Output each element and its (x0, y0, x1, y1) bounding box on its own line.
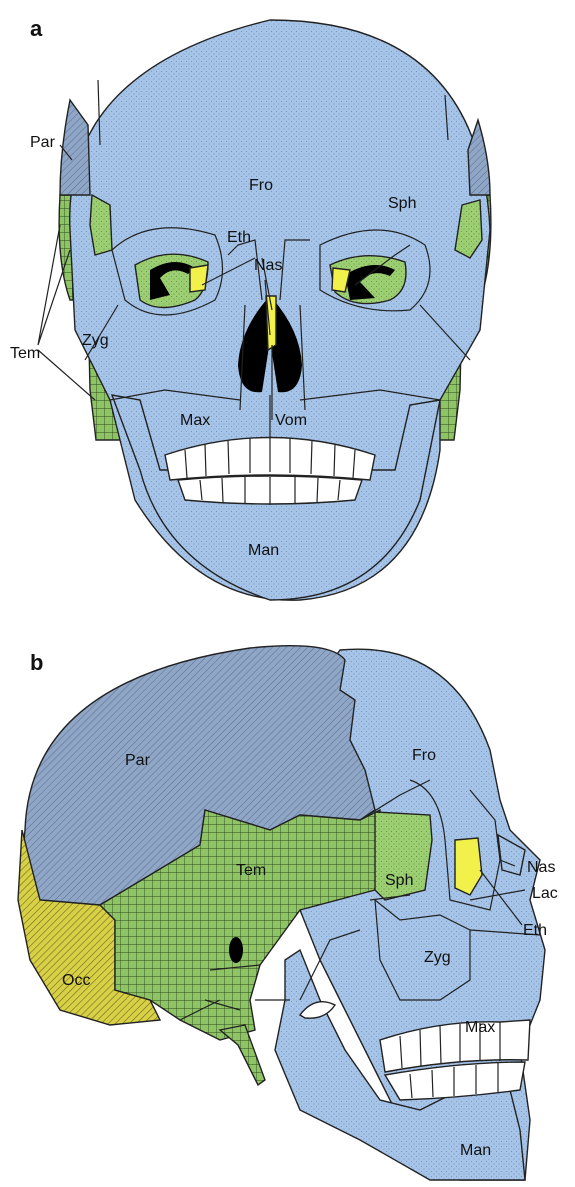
parietal-bone-right-frontal (468, 120, 490, 195)
label-zyg-frontal: Zyg (82, 332, 109, 349)
sphenoid-bone-left-frontal (90, 195, 112, 255)
label-nas-lateral: Nas (527, 859, 555, 876)
label-eth-lateral: Eth (523, 922, 547, 939)
label-nas-frontal: Nas (254, 257, 282, 274)
panel-a-letter: a (30, 16, 43, 41)
label-eth-frontal: Eth (227, 229, 251, 246)
panel-a-frontal-view: a (10, 16, 491, 600)
label-man-lateral: Man (460, 1142, 491, 1159)
label-vom-frontal: Vom (275, 412, 307, 429)
label-max-lateral: Max (465, 1019, 495, 1036)
label-par-frontal: Par (30, 134, 56, 151)
label-occ-lateral: Occ (62, 972, 90, 989)
panel-b-lateral-view: b Par Fr (18, 646, 558, 1180)
label-lac-lateral: Lac (532, 885, 558, 902)
mastoid-process-lateral (220, 1025, 265, 1085)
label-sph-lateral: Sph (385, 872, 413, 889)
teeth-frontal (165, 437, 375, 505)
label-fro-lateral: Fro (412, 747, 436, 764)
panel-b-letter: b (30, 650, 43, 675)
label-tem-frontal: Tem (10, 345, 40, 362)
ethmoid-left-frontal (190, 265, 208, 292)
external-auditory-meatus (229, 937, 243, 963)
label-fro-frontal: Fro (249, 177, 273, 194)
label-max-frontal: Max (180, 412, 210, 429)
label-par-lateral: Par (125, 752, 151, 769)
label-man-frontal: Man (248, 542, 279, 559)
label-zyg-lateral: Zyg (424, 949, 451, 966)
parietal-bone-left-frontal (60, 100, 90, 195)
label-sph-frontal: Sph (388, 195, 416, 212)
label-tem-lateral: Tem (236, 862, 266, 879)
